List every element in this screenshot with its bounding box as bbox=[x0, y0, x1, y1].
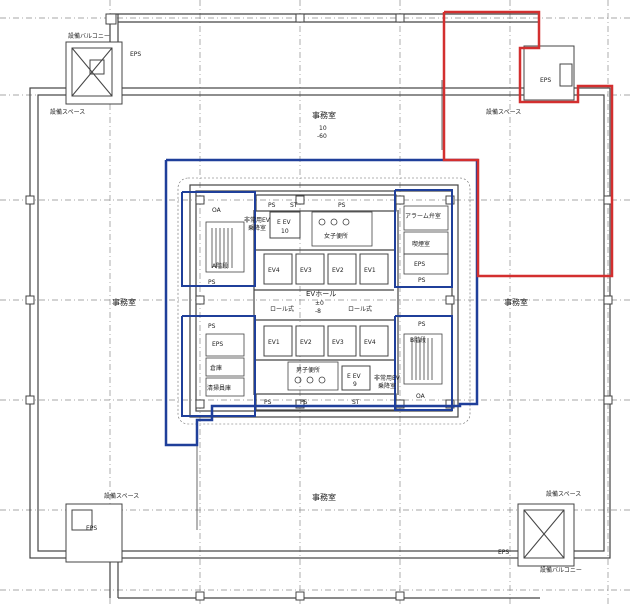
emergency-ev-bottom-2: 乗降室 bbox=[378, 382, 396, 390]
ev-top-2: EV3 bbox=[300, 267, 312, 274]
ev-top-1: EV4 bbox=[268, 267, 280, 274]
roll-left-label: ロール式 bbox=[270, 305, 294, 313]
office-right-label: 事務室 bbox=[504, 297, 528, 307]
elevator-bank-bottom bbox=[263, 325, 389, 357]
eps-block-top-right bbox=[523, 45, 575, 101]
left-lower-rooms bbox=[205, 333, 245, 397]
ps-bottom-label: PS bbox=[300, 399, 308, 406]
office-bottom-label: 事務室 bbox=[312, 492, 336, 502]
eps-core-right-label: EPS bbox=[414, 261, 425, 268]
stair-a bbox=[205, 221, 245, 273]
ev-bot-4: EV4 bbox=[364, 339, 376, 346]
columns bbox=[25, 13, 613, 601]
ps-top-label: PS bbox=[268, 202, 276, 209]
oa-bottom-right-label: OA bbox=[416, 393, 426, 400]
office-top-label: 事務室 bbox=[312, 110, 336, 120]
female-wc-label: 女子便所 bbox=[324, 232, 348, 240]
eps-bottom-right-label: EPS bbox=[498, 549, 509, 556]
red-zone-outline bbox=[442, 10, 614, 278]
blue-inner-boxes bbox=[181, 189, 453, 417]
emergency-ev-bottom: 非常用EV bbox=[374, 374, 401, 382]
space-bottom-right-label: 設備スペース bbox=[546, 490, 581, 498]
balcony-block-top-left bbox=[65, 41, 123, 105]
space-bottom-left-label: 設備スペース bbox=[104, 492, 139, 500]
stair-a-label: A階段 bbox=[212, 262, 228, 270]
emergency-ev-top-2: 乗降室 bbox=[248, 224, 266, 232]
emergency-ev bbox=[269, 211, 371, 391]
toilets bbox=[287, 211, 373, 391]
eev10-number: 10 bbox=[281, 228, 289, 235]
ev-hall-label: EVホール bbox=[306, 290, 336, 298]
eps-top-left-label: EPS bbox=[130, 51, 141, 58]
storage-label: 倉庫 bbox=[210, 364, 222, 372]
ps-left-top-label: PS bbox=[208, 279, 216, 286]
eev9-label: E EV bbox=[347, 373, 361, 380]
level-top-a: 10 bbox=[319, 125, 327, 132]
st-top-label: ST bbox=[290, 202, 298, 209]
ev-top-3: EV2 bbox=[332, 267, 344, 274]
eps-core-left-label: EPS bbox=[212, 341, 223, 348]
ev-bot-2: EV2 bbox=[300, 339, 312, 346]
ev-bot-1: EV1 bbox=[268, 339, 280, 346]
eps-bottom-left-label: EPS bbox=[86, 525, 97, 532]
balcony-top-left-label: 設備バルコニー bbox=[68, 32, 110, 40]
emergency-ev-top: 非常用EV bbox=[244, 216, 271, 224]
level-top-b: -60 bbox=[317, 133, 327, 140]
st-bottom-label: ST bbox=[352, 399, 360, 406]
eev10-label: E EV bbox=[277, 219, 291, 226]
oa-top-left-label: OA bbox=[212, 207, 222, 214]
right-upper-rooms bbox=[403, 205, 449, 275]
ev-hall-level-a: ±0 bbox=[315, 300, 324, 307]
male-wc-label: 男子便所 bbox=[296, 366, 320, 374]
blue-zone-outline bbox=[164, 158, 479, 447]
planting-edge bbox=[177, 177, 471, 425]
ps-top2-label: PS bbox=[338, 202, 346, 209]
cleaning-label: 清掃員庫 bbox=[207, 384, 231, 392]
eps-block-bottom-left bbox=[65, 503, 123, 563]
stair-b-label: B階段 bbox=[410, 336, 426, 344]
labels: 事務室 10 -60 事務室 事務室 事務室 EVホール ±0 -8 ロール式 … bbox=[50, 32, 582, 574]
elevator-bank-top bbox=[263, 253, 389, 285]
ev-bot-3: EV3 bbox=[332, 339, 344, 346]
space-top-right-label: 設備スペース bbox=[486, 108, 521, 116]
eps-top-right-label: EPS bbox=[540, 77, 551, 84]
ps-bottom2-label: PS bbox=[264, 399, 272, 406]
ps-left-bottom-label: PS bbox=[208, 323, 216, 330]
eev9-number: 9 bbox=[353, 381, 357, 388]
ps-right-bottom-label: PS bbox=[418, 321, 426, 328]
office-left-label: 事務室 bbox=[112, 297, 136, 307]
ev-hall-level-b: -8 bbox=[315, 308, 321, 315]
ev-top-4: EV1 bbox=[364, 267, 376, 274]
stair-b bbox=[403, 333, 443, 385]
roll-right-label: ロール式 bbox=[348, 305, 372, 313]
smoking-label: 喫煙室 bbox=[412, 240, 430, 248]
space-top-left-label: 設備スペース bbox=[50, 108, 85, 116]
dimension-lines bbox=[196, 80, 443, 530]
ps-right-top-label: PS bbox=[418, 277, 426, 284]
balcony-bottom-right-label: 設備バルコニー bbox=[540, 566, 582, 574]
core-columns bbox=[195, 195, 455, 409]
balcony-block-bottom-right bbox=[517, 503, 575, 567]
vent-room-label: アラーム弁室 bbox=[405, 212, 441, 220]
